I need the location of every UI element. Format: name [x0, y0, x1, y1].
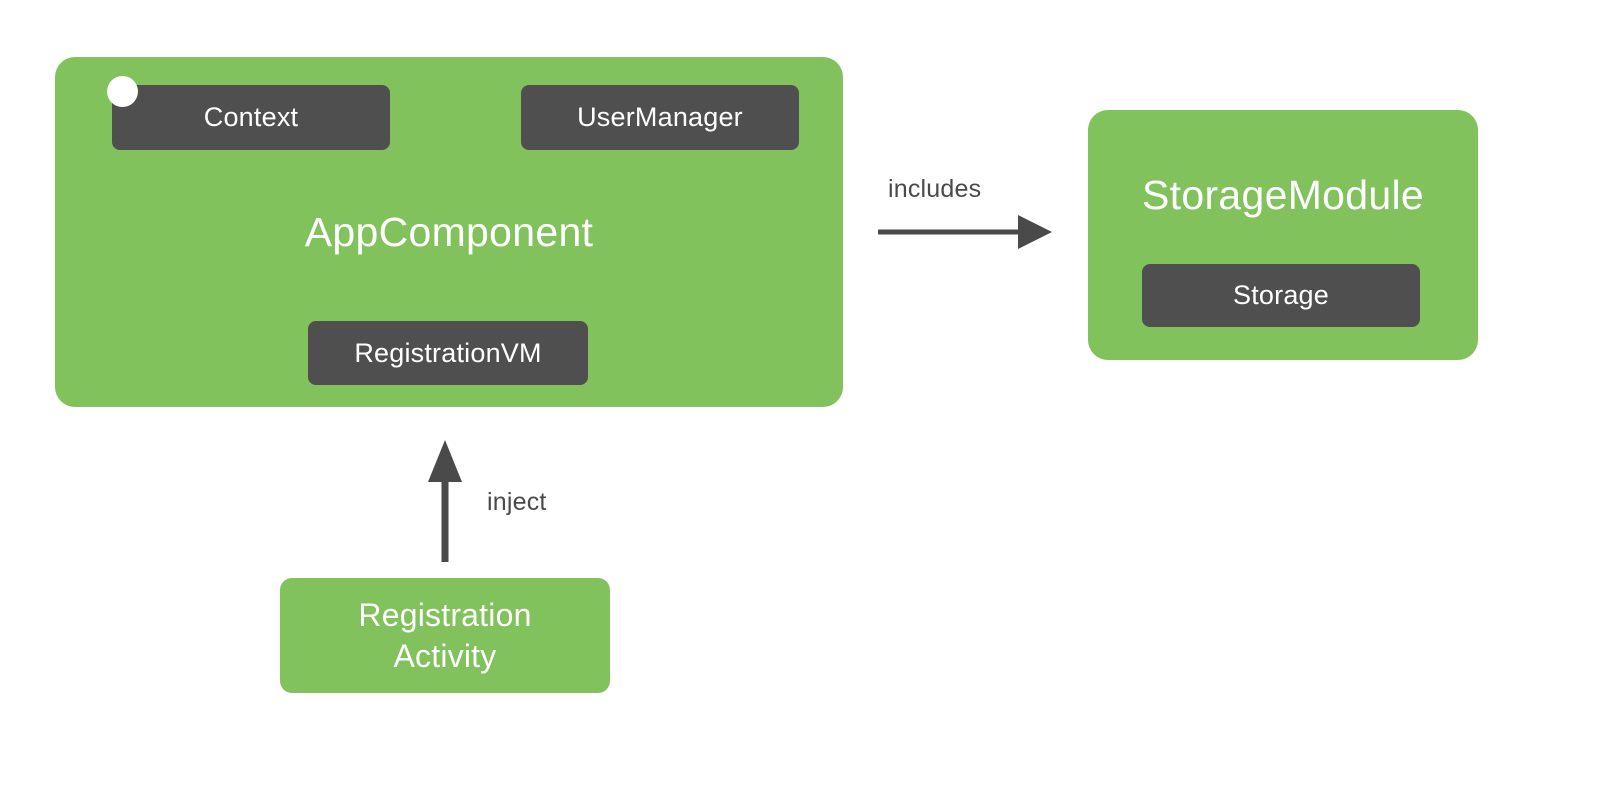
edge-label-includes: includes — [888, 175, 982, 203]
registration-activity-label-line1: Registration — [358, 596, 532, 633]
storage-module-title: StorageModule — [1142, 172, 1424, 218]
dependency-chip-usermanager-label: UserManager — [577, 102, 743, 132]
dependency-chip-registrationvm-label: RegistrationVM — [354, 337, 542, 368]
dependency-chip-storage-label: Storage — [1233, 280, 1329, 310]
scope-dot-icon — [107, 76, 138, 107]
dependency-chip-context-label: Context — [203, 102, 299, 132]
edge-label-inject: inject — [487, 488, 547, 516]
dependency-chip-registrationvm[interactable]: RegistrationVM — [308, 321, 588, 385]
app-component-title: AppComponent — [304, 209, 594, 255]
registration-activity-label: Registration Activity — [358, 595, 531, 677]
dependency-chip-storage[interactable]: Storage — [1142, 264, 1420, 327]
edge-includes — [878, 215, 1052, 249]
registration-activity-node[interactable]: Registration Activity — [280, 578, 610, 693]
dependency-chip-usermanager[interactable]: UserManager — [521, 85, 799, 150]
registration-activity-label-line2: Activity — [393, 637, 497, 674]
edge-inject — [428, 440, 462, 562]
dependency-chip-context[interactable]: Context — [112, 85, 390, 150]
